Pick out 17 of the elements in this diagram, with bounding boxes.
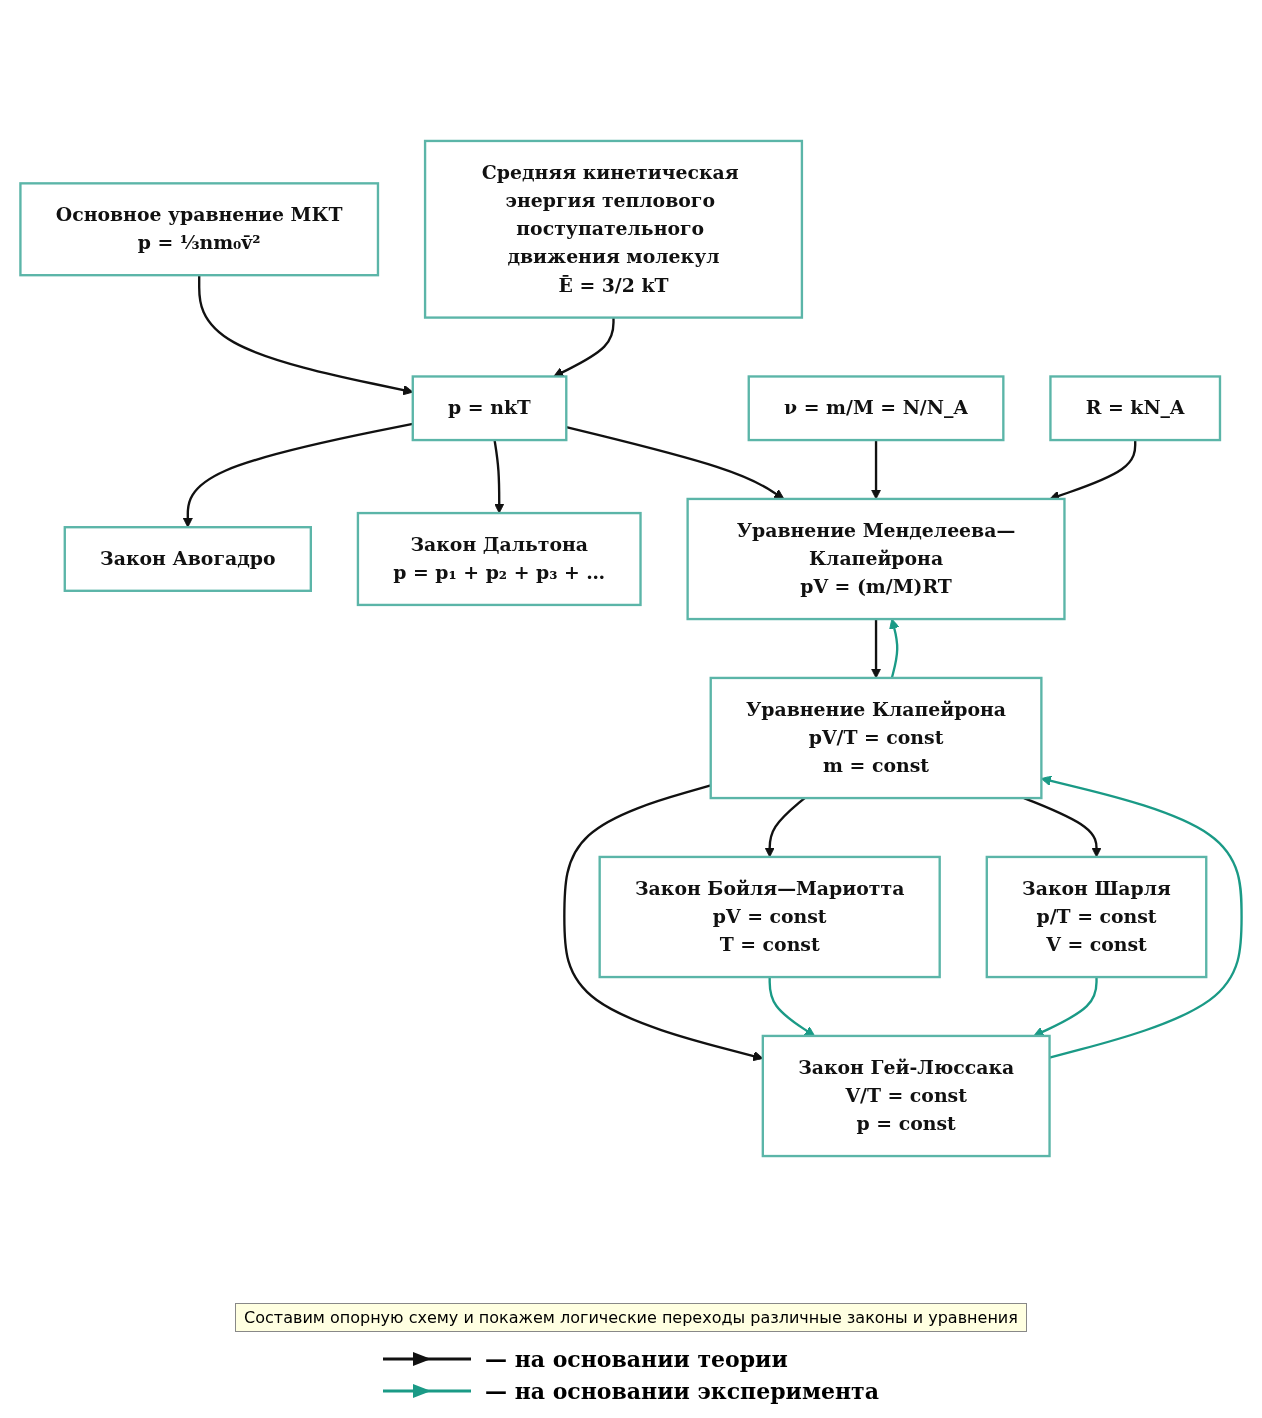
node-box: Уравнение Клапейрона pV/T = const m = const xyxy=(709,676,1043,800)
legend-text: — на основании эксперимента xyxy=(484,1378,879,1404)
node-box: Закон Авогадро xyxy=(63,526,312,592)
node-box: Уравнение Менделеева—Клапейрона pV = (m/M)RT xyxy=(686,497,1066,621)
node-box: p = nkT xyxy=(411,375,568,442)
node-box: ν = m/M = N/N_A xyxy=(747,375,1005,442)
arrow xyxy=(182,422,413,528)
node-box: R = kN_A xyxy=(1049,375,1222,442)
node-box: Закон Бойля—Мариотта pV = const T = const xyxy=(598,855,941,979)
node-box: Закон Дальтона p = p₁ + p₂ + p₃ + … xyxy=(356,511,642,607)
node-box: Закон Гей-Люссака V/T = const p = const xyxy=(761,1034,1051,1158)
node-box: Средняя кинетическая энергия теплового поступательного движения молекул Ē = 3/2 kT xyxy=(423,139,804,319)
node-box: Закон Шарля p/T = const V = const xyxy=(985,855,1208,979)
arrow xyxy=(553,317,615,377)
node-box: Основное уравнение МКТ p = ⅓nm₀v̄² xyxy=(19,182,380,277)
legend-text: — на основании теории xyxy=(484,1346,788,1372)
tooltip-note: Составим опорную схему и покажем логические переходы различные законы и уравнения xyxy=(235,1303,1027,1332)
